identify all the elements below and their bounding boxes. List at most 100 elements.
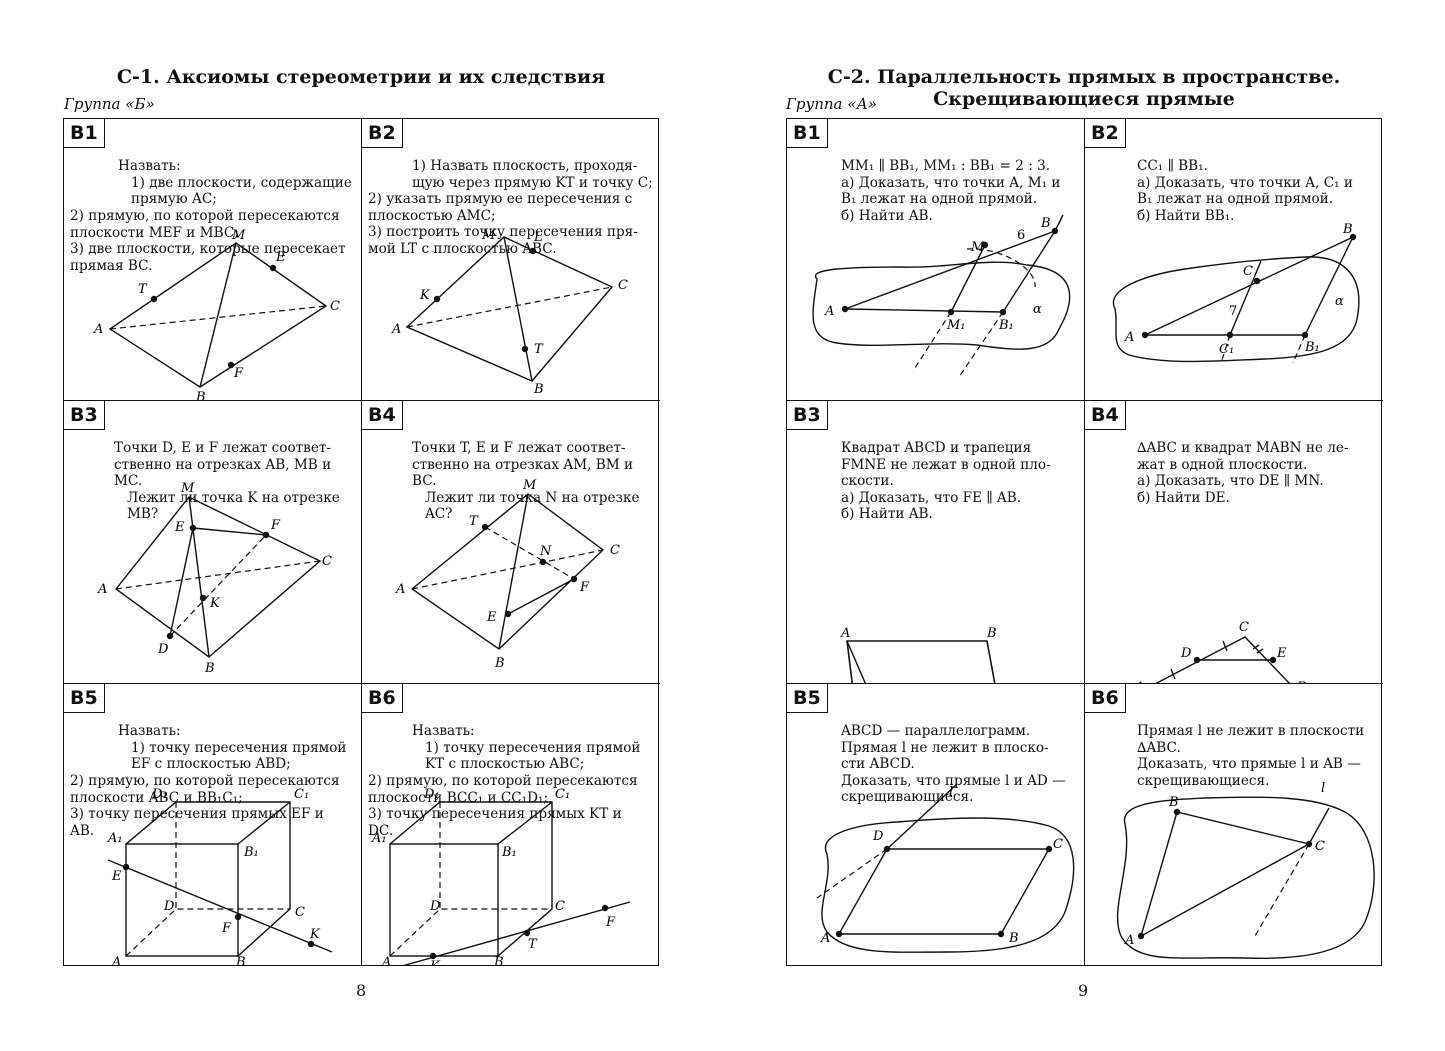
svg-text:C₁: C₁: [555, 787, 570, 802]
page-number: 9: [1078, 981, 1089, 1000]
group-label: Группа «Б»: [64, 95, 155, 113]
task-tag: В1: [787, 119, 828, 148]
svg-text:B: B: [235, 955, 246, 966]
svg-text:A: A: [1124, 330, 1134, 345]
svg-text:l: l: [1321, 781, 1325, 796]
svg-text:M: M: [970, 240, 985, 255]
svg-text:D: D: [429, 899, 441, 914]
task-grid: В1 MM₁ ∥ BB₁, MM₁ : BB₁ = 2 : 3.а) Доказ…: [786, 118, 1383, 966]
svg-text:A: A: [93, 322, 103, 337]
svg-text:7: 7: [1229, 304, 1237, 319]
plane-figure: AM BM₁ B₁α 6: [812, 214, 1071, 378]
task-b2: В2 1) Назвать плоскость, проходя-щую чер…: [362, 119, 660, 401]
task-text: ∆ABC и квадрат MABN не ле-жат в одной пл…: [1137, 440, 1349, 506]
svg-text:A: A: [391, 322, 401, 337]
svg-text:B: B: [195, 390, 206, 401]
task-text: Назвать: 1) точку пересечения прямой KT …: [412, 723, 641, 772]
svg-text:A: A: [1124, 933, 1134, 948]
svg-text:A: A: [381, 955, 391, 966]
svg-text:T: T: [528, 937, 538, 952]
svg-text:M: M: [231, 228, 246, 243]
task-tag: В4: [362, 401, 403, 430]
task-tag: В5: [787, 684, 828, 713]
task-b1: В1 MM₁ ∥ BB₁, MM₁ : BB₁ = 2 : 3.а) Доказ…: [787, 119, 1085, 401]
task-b3: В3 Точки D, E и F лежат соответ-ственно …: [64, 401, 362, 684]
task-text: Точки T, E и F лежат соответ-ственно на …: [412, 440, 640, 522]
svg-text:C: C: [322, 554, 332, 569]
svg-text:C: C: [1053, 837, 1063, 852]
svg-text:A: A: [111, 955, 121, 966]
right-page: С-2. Параллельность прямых в пространств…: [722, 0, 1445, 1051]
task-text: 1) Назвать плоскость, проходя-щую через …: [412, 158, 653, 191]
svg-text:C: C: [618, 278, 628, 293]
svg-text:C: C: [610, 543, 620, 558]
svg-text:F: F: [221, 921, 232, 936]
task-text: Назвать: 1) точку пересечения прямой EF …: [118, 723, 347, 772]
svg-text:C: C: [1315, 839, 1325, 854]
svg-text:A₁: A₁: [107, 831, 123, 846]
task-text: Прямая l не лежит в плоскости∆ABC.Доказа…: [1137, 723, 1365, 789]
svg-text:D: D: [157, 642, 169, 657]
svg-text:A: A: [840, 626, 850, 641]
svg-text:K: K: [309, 927, 321, 942]
svg-text:E: E: [486, 610, 497, 625]
svg-text:E: E: [275, 250, 286, 265]
task-b5: В5 ABCD — параллелограмм.Прямая l не леж…: [787, 684, 1085, 966]
task-tag: В6: [1085, 684, 1126, 713]
svg-text:D: D: [872, 829, 884, 844]
task-tag: В4: [1085, 401, 1126, 430]
task-b1: В1 Назвать: 1) две плоскости, содержащие…: [64, 119, 362, 401]
task-tag: В3: [787, 401, 828, 430]
svg-text:M: M: [522, 478, 537, 493]
task-text: CC₁ ∥ BB₁.а) Доказать, что точки A, C₁ и…: [1137, 158, 1353, 224]
task-text: ABCD — параллелограмм.Прямая l не лежит …: [841, 723, 1066, 805]
svg-text:α: α: [1033, 302, 1042, 317]
svg-text:A: A: [1134, 680, 1144, 684]
svg-text:N: N: [539, 544, 552, 559]
svg-text:E: E: [1276, 646, 1287, 661]
task-b4: В4 Точки T, E и F лежат соответ-ственно …: [362, 401, 660, 684]
svg-text:A: A: [97, 582, 107, 597]
svg-text:B: B: [1040, 216, 1051, 231]
svg-text:T: T: [534, 342, 544, 357]
svg-text:B: B: [1008, 931, 1019, 946]
task-grid: В1 Назвать: 1) две плоскости, содержащие…: [63, 118, 660, 966]
task-b6: В6 Назвать: 1) точку пересечения прямой …: [362, 684, 660, 966]
svg-text:C: C: [555, 899, 565, 914]
svg-text:M₁: M₁: [946, 318, 966, 333]
svg-text:C: C: [330, 299, 340, 314]
left-page: С-1. Аксиомы стереометрии и их следствия…: [0, 0, 722, 1051]
svg-text:A: A: [395, 582, 405, 597]
svg-text:A: A: [820, 931, 830, 946]
svg-text:B₁: B₁: [1304, 340, 1320, 355]
svg-text:B: B: [533, 382, 544, 397]
svg-text:F: F: [605, 915, 616, 930]
task-tag: В5: [64, 684, 105, 713]
svg-text:D: D: [1180, 646, 1192, 661]
svg-text:B₁: B₁: [243, 845, 259, 860]
svg-text:C: C: [1243, 264, 1253, 279]
svg-text:E: E: [111, 869, 122, 884]
task-tag: В3: [64, 401, 105, 430]
svg-text:F: F: [270, 518, 281, 533]
task-tag: В1: [64, 119, 105, 148]
svg-text:B₁: B₁: [998, 318, 1014, 333]
svg-text:B₁: B₁: [501, 845, 517, 860]
task-tag: В6: [362, 684, 403, 713]
svg-text:M: M: [180, 481, 195, 496]
task-b6: В6 Прямая l не лежит в плоскости∆ABC.Док…: [1085, 684, 1383, 966]
page-number: 8: [356, 981, 367, 1000]
svg-text:D: D: [163, 899, 175, 914]
triangle-figure: AB Cl: [1116, 781, 1375, 959]
svg-text:B: B: [1342, 222, 1353, 237]
task-b4: В4 ∆ABC и квадрат MABN не ле-жат в одной…: [1085, 401, 1383, 684]
svg-text:B: B: [493, 955, 504, 966]
